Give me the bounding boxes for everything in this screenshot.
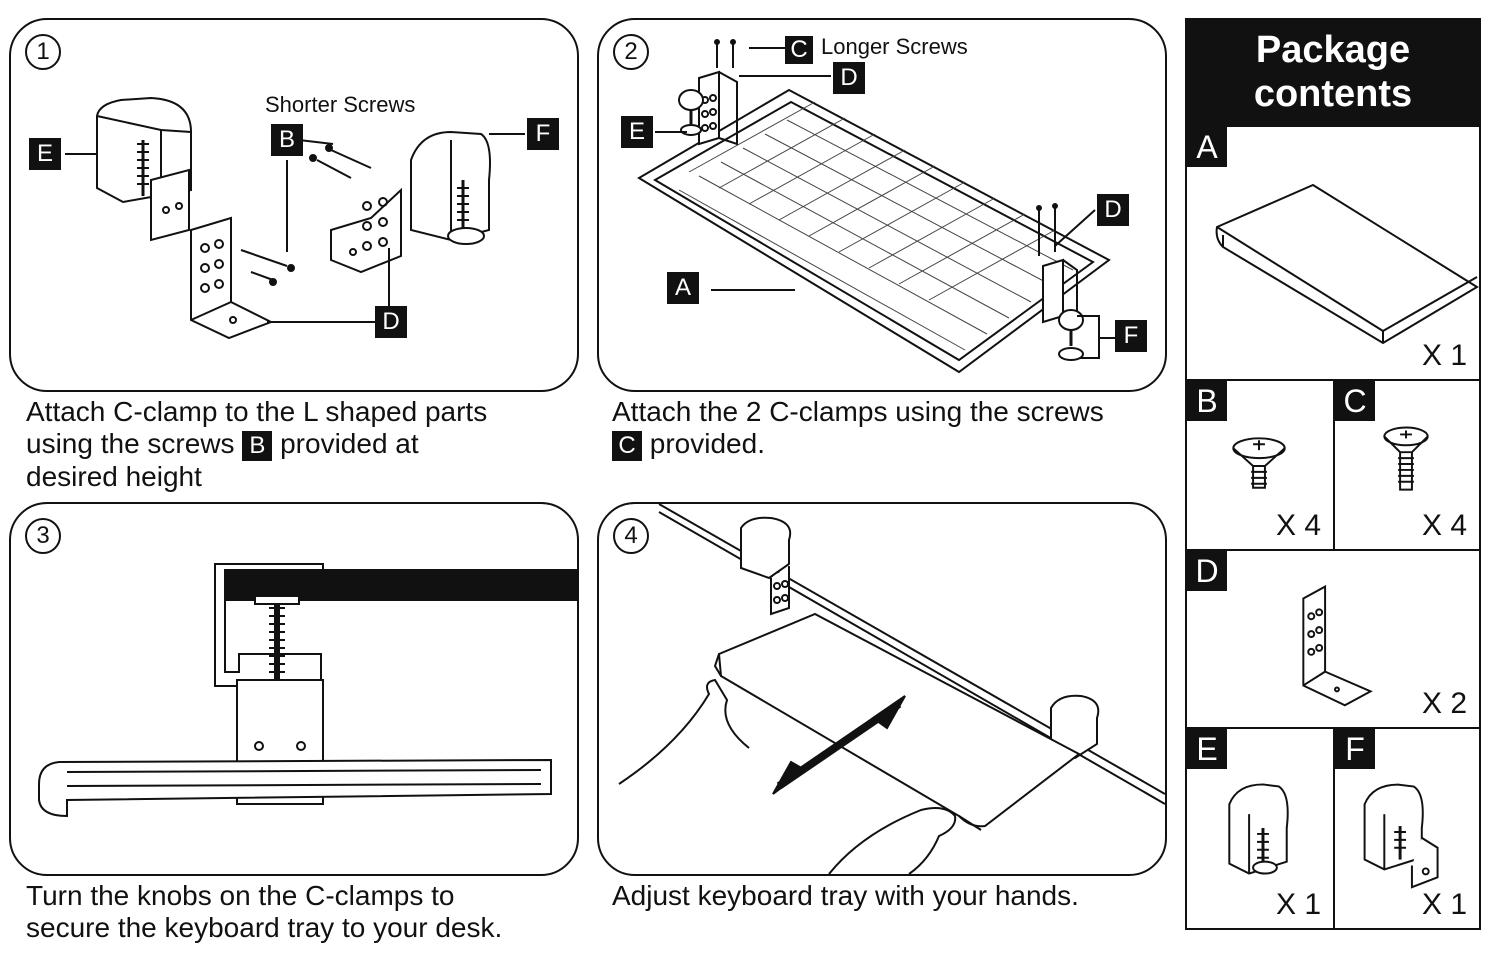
step-1-caption-line-2a: using the screws	[26, 428, 235, 459]
step-2-caption: Attach the 2 C-clamps using the screws C…	[612, 396, 1172, 461]
step-1-panel: 1	[9, 18, 579, 392]
step-4-caption: Adjust keyboard tray with your hands.	[612, 880, 1172, 912]
part-tag-f: F	[527, 118, 559, 150]
step-4-caption-line-1: Adjust keyboard tray with your hands.	[612, 880, 1079, 911]
package-item-letter: B	[1187, 381, 1227, 421]
step-1-caption: Attach C-clamp to the L shaped parts usi…	[26, 396, 586, 493]
package-item-letter: C	[1335, 381, 1375, 421]
step-1-caption-line-2b: provided at	[280, 428, 419, 459]
tray-board-icon	[1215, 183, 1479, 345]
part-tag-d-top: D	[833, 62, 865, 94]
package-item-f: F X 1	[1333, 727, 1479, 928]
package-item-qty: X 2	[1421, 687, 1467, 720]
step-3-panel: 3	[9, 502, 579, 876]
package-title-line-1: Package	[1255, 29, 1411, 71]
part-tag-d: D	[375, 306, 407, 338]
step-3-caption-line-2: secure the keyboard tray to your desk.	[26, 912, 503, 943]
step-1-caption-line-3: desired height	[26, 460, 202, 492]
step-2-panel: 2	[597, 18, 1167, 392]
longer-screws-label: Longer Screws	[821, 34, 968, 59]
package-item-letter: A	[1187, 127, 1227, 167]
c-clamp-icon	[1363, 783, 1439, 889]
step-3-illustration	[38, 563, 577, 818]
caption-tag-c: C	[612, 430, 642, 461]
part-tag-e: E	[29, 138, 61, 170]
step-2-caption-line-1: Attach the 2 C-clamps using the screws	[612, 396, 1104, 427]
step-4-panel: 4	[597, 502, 1167, 876]
part-tag-f: F	[1115, 320, 1147, 352]
package-item-qty: X 1	[1421, 888, 1467, 921]
part-tag-c: C	[785, 36, 813, 64]
package-item-d: D X 2	[1187, 549, 1479, 727]
part-tag-a: A	[667, 272, 699, 304]
package-item-c: C X 4	[1333, 379, 1479, 549]
package-item-letter: F	[1335, 729, 1375, 769]
caption-tag-b: B	[242, 430, 273, 461]
package-item-a: A X 1	[1187, 127, 1479, 379]
package-contents-title: Package contents	[1187, 20, 1479, 127]
step-1-caption-line-1: Attach C-clamp to the L shaped parts	[26, 396, 488, 427]
c-clamp-icon	[1228, 783, 1289, 875]
package-title-line-2: contents	[1253, 73, 1413, 115]
package-item-qty: X 4	[1421, 509, 1467, 542]
long-screw-icon	[1383, 426, 1429, 491]
step-number: 2	[613, 34, 649, 70]
step-number: 1	[25, 34, 61, 70]
step-1-illustration	[65, 96, 525, 340]
package-item-b: B X 4	[1187, 379, 1333, 549]
step-3-caption: Turn the knobs on the C-clamps to secure…	[26, 880, 586, 944]
step-2-illustration	[637, 39, 1119, 374]
package-item-e: E X 1	[1187, 727, 1333, 928]
step-3-caption-line-1: Turn the knobs on the C-clamps to	[26, 880, 455, 911]
package-contents: Package contents A X 1 B X 4	[1185, 18, 1481, 930]
part-tag-d-right: D	[1097, 194, 1129, 226]
step-number: 3	[25, 518, 61, 554]
package-item-qty: X 4	[1275, 509, 1321, 542]
shorter-screws-label: Shorter Screws	[265, 92, 416, 117]
short-screw-icon	[1232, 437, 1286, 489]
step-2-caption-line-2: provided.	[649, 428, 765, 459]
part-tag-e: E	[621, 116, 653, 148]
step-4-illustration	[618, 504, 1165, 874]
l-bracket-icon	[1302, 584, 1373, 707]
package-item-qty: X 1	[1421, 339, 1467, 372]
package-item-letter: D	[1187, 551, 1227, 591]
package-item-letter: E	[1187, 729, 1227, 769]
step-number: 4	[613, 518, 649, 554]
part-tag-b: B	[271, 124, 303, 156]
package-item-qty: X 1	[1275, 888, 1321, 921]
